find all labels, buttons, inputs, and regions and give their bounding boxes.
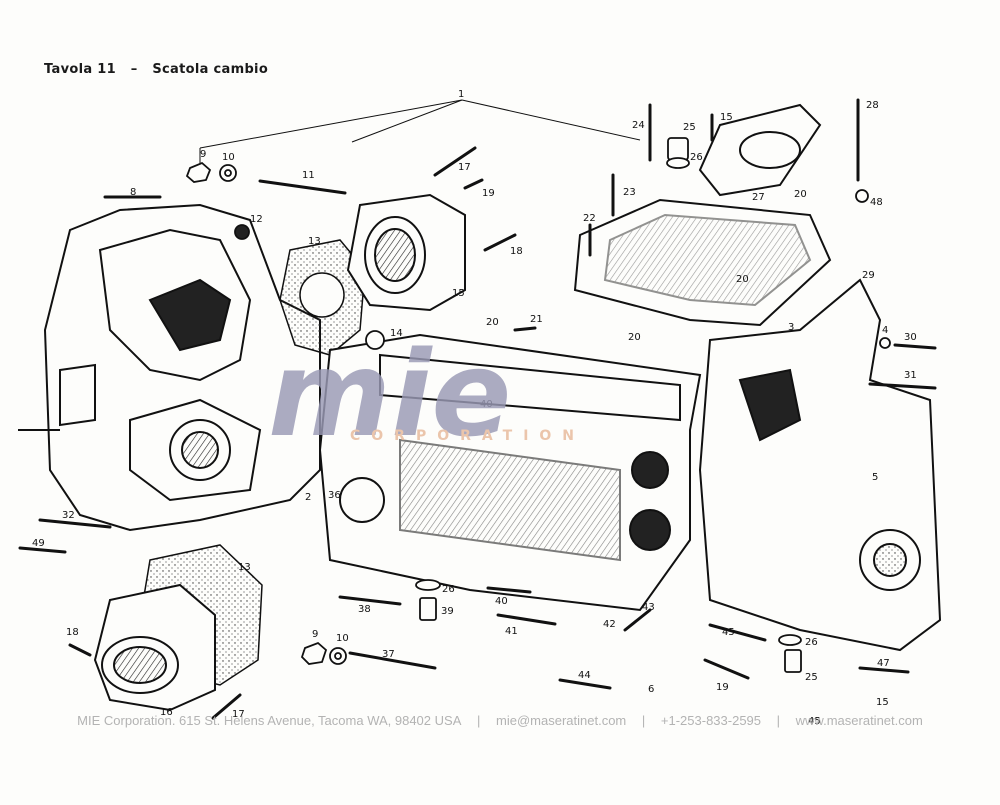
callout-40-bolt: 40: [495, 596, 508, 607]
callout-17-bottom: 17: [232, 709, 245, 720]
plate-number: Tavola 11: [44, 62, 116, 77]
callout-27: 27: [752, 192, 765, 203]
main-gearbox-case: [318, 333, 702, 612]
watermark-corporation: CORPORATION: [350, 428, 585, 444]
callout-43: 43: [642, 602, 655, 613]
callout-20-d: 20: [794, 189, 807, 200]
callout-26-mid: 26: [442, 584, 455, 595]
callout-25-top: 25: [683, 122, 696, 133]
mie-watermark: mie CORPORATION: [268, 325, 585, 463]
callout-3: 3: [788, 322, 794, 333]
bearing-cover-16: [93, 583, 216, 712]
callout-44: 44: [578, 670, 591, 681]
callout-1: 1: [458, 89, 464, 100]
callout-49: 49: [32, 538, 45, 549]
leader-part-1: [199, 99, 641, 175]
plate-subject: Scatola cambio: [152, 62, 269, 77]
callout-9-bottom: 9: [312, 629, 318, 640]
callout-31: 31: [904, 370, 917, 381]
callout-16: 16: [160, 707, 173, 718]
callout-36: 36: [328, 490, 341, 501]
callout-labels: 1 2 3 4 5 6 8 9 10 11 12 13 14 15 15 15 …: [32, 89, 917, 727]
callout-20-b: 20: [628, 332, 641, 343]
callout-9: 9: [200, 149, 206, 160]
callout-20-c: 20: [736, 274, 749, 285]
callout-20-a: 20: [486, 317, 499, 328]
callout-19-bottom: 19: [716, 682, 729, 693]
callout-10: 10: [222, 152, 235, 163]
callout-48: 48: [870, 197, 883, 208]
callout-26-bottom: 26: [805, 637, 818, 648]
clutch-bell-housing: [18, 203, 321, 532]
callout-24: 24: [632, 120, 645, 131]
callout-21: 21: [530, 314, 543, 325]
callout-13-bottom: 13: [238, 562, 251, 573]
callout-47: 47: [877, 658, 890, 669]
callout-11: 11: [302, 170, 315, 181]
callout-45-a: 45: [722, 627, 735, 638]
callout-37: 37: [382, 649, 395, 660]
footer-separator: |: [641, 713, 646, 728]
callout-4: 4: [882, 325, 888, 336]
callout-15-cover: 15: [720, 112, 733, 123]
callout-15-bottom: 15: [876, 697, 889, 708]
callout-13-top: 13: [308, 236, 321, 247]
footer-company: MIE Corporation. 615 St. Helens Avenue, …: [77, 713, 462, 728]
callout-10-bottom: 10: [336, 633, 349, 644]
callout-6: 6: [648, 684, 654, 695]
page-title: Tavola 11 – Scatola cambio: [44, 62, 278, 77]
rear-extension-housing: [698, 278, 942, 652]
callout-17-top: 17: [458, 162, 471, 173]
callout-45-b: 45: [808, 716, 821, 727]
footer-email[interactable]: mie@maseratinet.com: [496, 713, 627, 728]
callout-39: 39: [441, 606, 454, 617]
callout-18-bottom: 18: [66, 627, 79, 638]
bearing-cover-15-top: [346, 193, 466, 312]
callout-28: 28: [866, 100, 879, 111]
callout-15-top: 15: [452, 288, 465, 299]
callout-8: 8: [130, 187, 136, 198]
callout-41: 41: [505, 626, 518, 637]
callout-30: 30: [904, 332, 917, 343]
watermark-logo: mie: [268, 325, 511, 463]
callout-5: 5: [872, 472, 878, 483]
callout-29: 29: [862, 270, 875, 281]
footer-contact: MIE Corporation. 615 St. Helens Avenue, …: [0, 713, 1000, 728]
callout-40-case: 40: [480, 399, 493, 410]
callout-12: 12: [250, 214, 263, 225]
title-dash: –: [130, 62, 138, 77]
gasket-13-top: [279, 239, 366, 356]
bolts-and-studs: [18, 98, 937, 720]
callout-18-top: 18: [510, 246, 523, 257]
footer-phone: +1-253-833-2595: [660, 713, 762, 728]
callout-38: 38: [358, 604, 371, 615]
callout-19-top: 19: [482, 188, 495, 199]
callout-32: 32: [62, 510, 75, 521]
callout-22: 22: [583, 213, 596, 224]
callout-23: 23: [623, 187, 636, 198]
footer-website[interactable]: www.maseratinet.com: [795, 713, 923, 728]
footer-separator: |: [776, 713, 781, 728]
footer-separator: |: [477, 713, 481, 728]
callout-42: 42: [603, 619, 616, 630]
nuts-and-washers: [185, 137, 891, 673]
shift-cover-plate: [573, 103, 832, 327]
callout-26-top: 26: [690, 152, 703, 163]
callout-25-bottom: 25: [805, 672, 818, 683]
callout-2: 2: [305, 492, 311, 503]
callout-14: 14: [390, 328, 403, 339]
